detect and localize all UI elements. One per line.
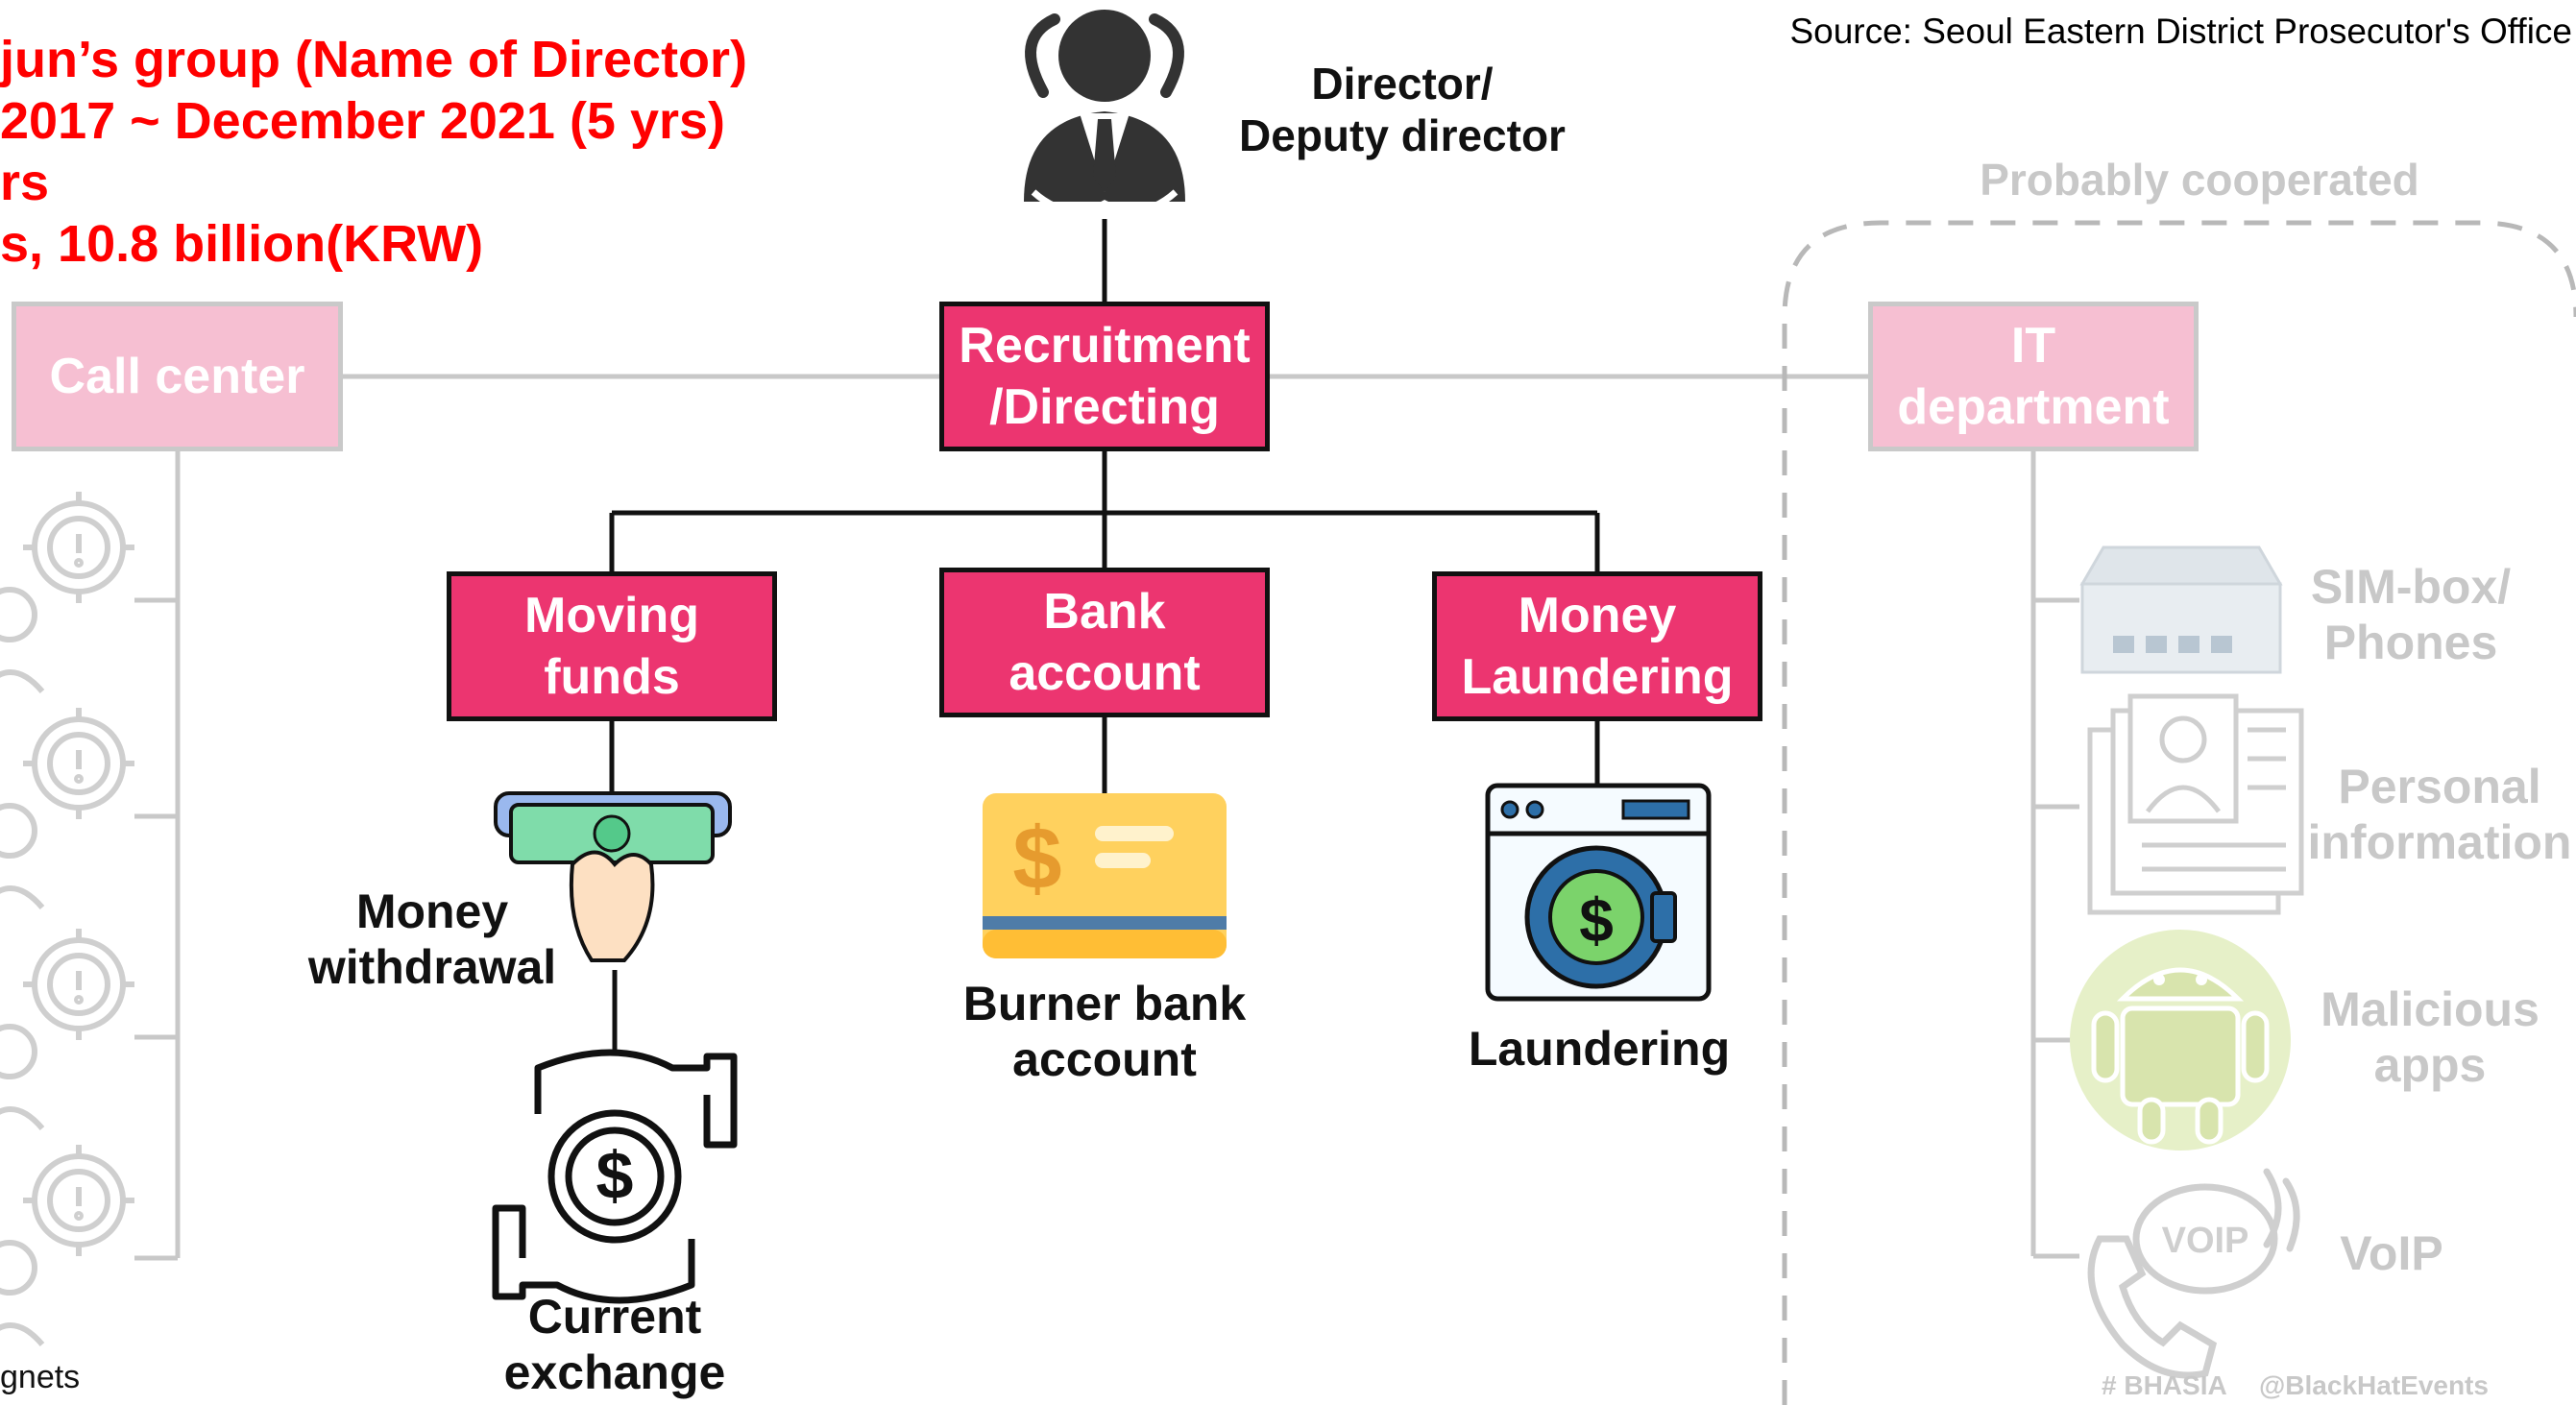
cooperation-region <box>1782 220 2576 1405</box>
it-department-box: IT department <box>1868 302 2199 451</box>
moving-funds-box: Moving funds <box>447 571 777 721</box>
call-center-box: Call center <box>12 302 343 451</box>
burner-bank-account-label: Burner bank account <box>962 977 1247 1086</box>
sim-box-label: SIM-box/ Phones <box>2310 560 2512 669</box>
recruitment-box: Recruitment /Directing <box>939 302 1270 451</box>
voip-label: VoIP <box>2340 1226 2443 1280</box>
money-laundering-box: Money Laundering <box>1432 571 1762 721</box>
caller-label: gnets <box>0 1359 81 1395</box>
info-line-damage: s, 10.8 billion(KRW) <box>0 215 484 273</box>
footer-hashtag: # BHASIA <box>2102 1370 2227 1400</box>
personal-info-label: Personal information <box>2307 760 2572 869</box>
info-line-period: 2017 ~ December 2021 (5 yrs) <box>0 92 726 150</box>
source-note: Source: Seoul Eastern District Prosecuto… <box>1789 12 2572 51</box>
current-exchange-label: Current exchange <box>503 1290 726 1399</box>
director-label: Director/ Deputy director <box>1239 59 1566 160</box>
malicious-apps-label: Malicious apps <box>2321 982 2540 1092</box>
info-line-group: jun’s group (Name of Director) <box>0 31 748 88</box>
footer-handle: @BlackHatEvents <box>2259 1370 2489 1400</box>
info-line-members: rs <box>0 154 50 211</box>
bank-account-box: Bank account <box>939 568 1270 717</box>
laundering-label: Laundering <box>1468 1022 1731 1076</box>
money-withdrawal-label: Money withdrawal <box>307 884 557 994</box>
probably-cooperated-label: Probably cooperated <box>1980 155 2419 205</box>
